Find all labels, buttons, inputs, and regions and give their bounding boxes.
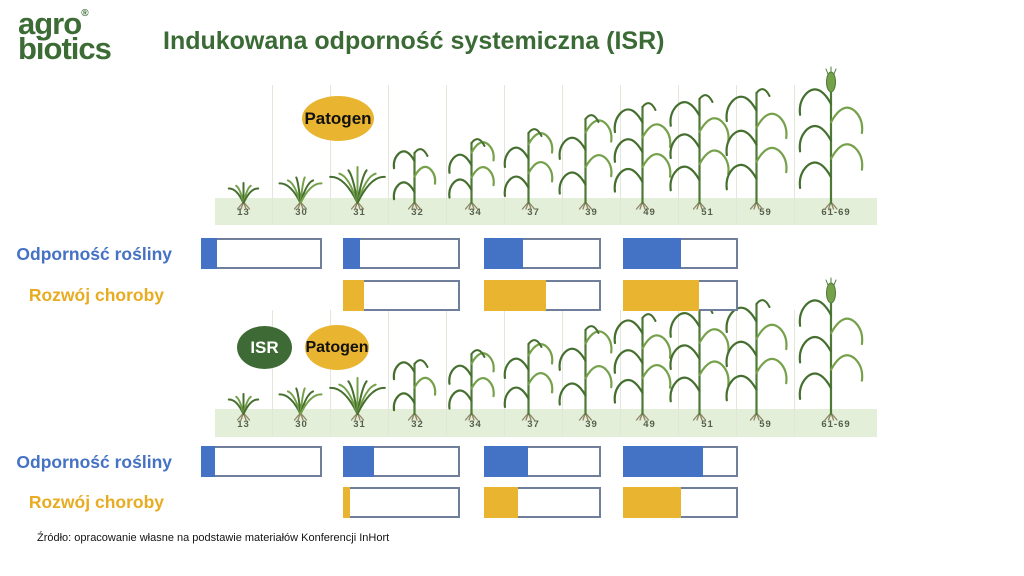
bar-fill <box>201 446 215 477</box>
stage-cell-31: 31 <box>330 85 388 225</box>
stage-number: 34 <box>469 419 482 430</box>
resistance-bar-s1-g4 <box>623 238 738 269</box>
stage-cell-39: 39 <box>562 310 620 437</box>
agrobiotics-logo: agro® biotics <box>18 8 112 66</box>
resistance-bar-s1-g2 <box>343 238 460 269</box>
stage-cell-37: 37 <box>504 310 562 437</box>
isr-badge: ISR <box>237 326 292 369</box>
stage-number: 30 <box>295 207 308 218</box>
stage-cell-59: 59 <box>736 85 794 225</box>
bar-fill <box>623 487 681 518</box>
disease-bar-s2-g4 <box>623 487 738 518</box>
stage-number: 39 <box>585 419 598 430</box>
stage-number: 51 <box>701 207 714 218</box>
disease-bar-s1-g4 <box>623 280 738 311</box>
soil-band <box>215 198 877 225</box>
bar-fill <box>623 446 703 477</box>
bar-fill <box>201 238 218 269</box>
stage-number: 39 <box>585 207 598 218</box>
bar-fill <box>343 446 375 477</box>
stage-cell-61-69: 61-69 <box>794 310 877 437</box>
stage-cell-51: 51 <box>678 85 736 225</box>
bar-fill <box>484 446 528 477</box>
patogen-badge-label: Patogen <box>304 108 372 128</box>
stage-number: 31 <box>353 419 366 430</box>
stage-number: 51 <box>701 419 714 430</box>
stage-cell-32: 32 <box>388 85 446 225</box>
stage-number: 61-69 <box>821 419 851 430</box>
stage-cell-34: 34 <box>446 85 504 225</box>
stage-number: 59 <box>759 419 772 430</box>
bar-fill <box>623 280 700 311</box>
logo-word-1: agro <box>18 6 82 41</box>
label-disease-development-top: Rozwój choroby <box>28 285 164 305</box>
stage-number: 32 <box>411 207 424 218</box>
stage-cell-39: 39 <box>562 85 620 225</box>
bar-fill <box>484 487 518 518</box>
bar-fill <box>623 238 681 269</box>
stage-cell-61-69: 61-69 <box>794 85 877 225</box>
stage-cell-30: 30 <box>272 85 330 225</box>
stage-number: 37 <box>527 207 540 218</box>
stage-number: 37 <box>527 419 540 430</box>
soil-band <box>215 409 877 437</box>
resistance-bar-s2-g1 <box>201 446 322 477</box>
stage-number: 30 <box>295 419 308 430</box>
logo-word-2: biotics <box>18 30 112 66</box>
stage-cell-34: 34 <box>446 310 504 437</box>
stage-number: 49 <box>643 419 656 430</box>
stage-number: 32 <box>411 419 424 430</box>
stage-number: 61-69 <box>821 207 851 218</box>
stage-cell-37: 37 <box>504 85 562 225</box>
stage-cell-59: 59 <box>736 310 794 437</box>
bar-fill <box>484 238 524 269</box>
stage-cells: 13 30 31 32 34 37 39 49 51 59 61-69 <box>215 310 877 437</box>
stage-cell-49: 49 <box>620 310 678 437</box>
bar-fill <box>343 280 365 311</box>
patogen-badge: Patogen <box>302 96 374 141</box>
bar-fill <box>343 487 350 518</box>
stage-number: 34 <box>469 207 482 218</box>
stage-cell-32: 32 <box>388 310 446 437</box>
label-plant-resistance-bottom: Odporność rośliny <box>16 452 172 472</box>
stage-number: 59 <box>759 207 772 218</box>
isr-badge-label: ISR <box>250 337 279 357</box>
stage-number: 31 <box>353 207 366 218</box>
resistance-bar-s1-g3 <box>484 238 601 269</box>
page-title: Indukowana odporność systemiczna (ISR) <box>163 27 665 55</box>
stage-cell-13: 13 <box>215 310 272 437</box>
resistance-bar-s2-g2 <box>343 446 460 477</box>
disease-bar-s1-g2 <box>343 280 460 311</box>
label-plant-resistance-top: Odporność rośliny <box>16 244 172 264</box>
resistance-bar-s2-g4 <box>623 446 738 477</box>
stage-number: 49 <box>643 207 656 218</box>
resistance-bar-s2-g3 <box>484 446 601 477</box>
registered-mark: ® <box>81 8 89 19</box>
stage-cell-49: 49 <box>620 85 678 225</box>
stage-cell-51: 51 <box>678 310 736 437</box>
bar-fill <box>343 238 360 269</box>
disease-bar-s2-g3 <box>484 487 601 518</box>
source-note: Źródło: opracowanie własne na podstawie … <box>37 532 390 544</box>
resistance-bar-s1-g1 <box>201 238 322 269</box>
growth-stage-panel-isr-patogen: 13 30 31 32 34 37 39 49 51 59 61-69 <box>215 277 877 437</box>
disease-bar-s1-g3 <box>484 280 601 311</box>
stage-number: 13 <box>237 207 250 218</box>
stage-cell-31: 31 <box>330 310 388 437</box>
stage-cell-13: 13 <box>215 85 272 225</box>
disease-bar-s2-g2 <box>343 487 460 518</box>
patogen-badge-label: Patogen <box>305 338 369 356</box>
stage-number: 13 <box>237 419 250 430</box>
stage-cell-30: 30 <box>272 310 330 437</box>
patogen-badge-2: Patogen <box>305 325 369 370</box>
bar-fill <box>484 280 546 311</box>
label-disease-development-bottom: Rozwój choroby <box>28 492 164 512</box>
